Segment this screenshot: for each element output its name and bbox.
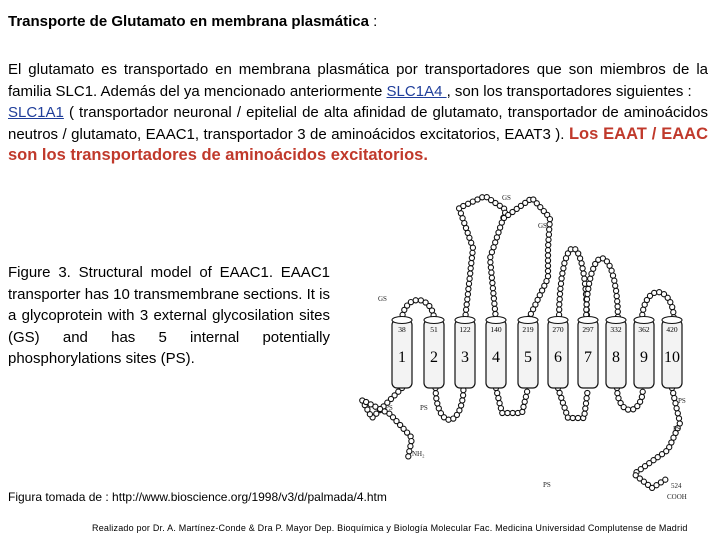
transmembrane-segments: 38 1 51 2 122 3 140 4 219 5 270 6 297 7 332 8 362 9 420 10 [392, 317, 682, 389]
gs-label-3: GS [378, 295, 387, 303]
tm-position-label: 420 [666, 325, 678, 334]
tm-segment-top [392, 317, 412, 324]
tm-segment-top [606, 317, 626, 324]
ps-label-1: PS [385, 404, 393, 412]
tm-position-label: 38 [398, 325, 406, 334]
tm-position-label: 122 [459, 325, 471, 334]
tm-segment-number: 7 [584, 349, 592, 366]
nh2-label: NH₂ [412, 450, 425, 458]
tm-segment-top [518, 317, 538, 324]
tm-position-label: 332 [610, 325, 622, 334]
ps-label-2: PS [420, 404, 428, 412]
figure-source: Figura tomada de : http://www.bioscience… [8, 490, 387, 504]
c-terminal-number: 524 [671, 482, 682, 490]
tm-position-label: 51 [430, 325, 438, 334]
gs-label-2: GS [538, 222, 547, 230]
eaac1-structural-model: 381512122314042195270629773328362942010 … [340, 188, 720, 518]
tm-position-label: 219 [522, 325, 534, 334]
tm-segment-number: 10 [664, 349, 680, 366]
figure-caption: Figure 3. Structural model of EAAC1. EAA… [8, 262, 330, 370]
tm-position-label: 297 [582, 325, 594, 334]
tm-segment-top [662, 317, 682, 324]
gs-label-1: GS [502, 194, 511, 202]
tm-segment-number: 9 [640, 349, 648, 366]
tm-segment-top [486, 317, 506, 324]
slc1a1-link[interactable]: SLC1A1 [8, 104, 64, 121]
tm-segment-top [424, 317, 444, 324]
tm-segment-number: 6 [554, 349, 562, 366]
tm-position-label: 270 [552, 325, 564, 334]
tm-segment-number: 2 [430, 349, 438, 366]
tm-segment-top [634, 317, 654, 324]
title-text: Transporte de Glutamato en membrana plas… [8, 13, 369, 30]
tm-segment-number: 8 [612, 349, 620, 366]
tm-segment-top [578, 317, 598, 324]
tm-segment-top [548, 317, 568, 324]
slc1a4-link[interactable]: SLC1A4 [387, 83, 447, 100]
tm-segment-number: 5 [524, 349, 532, 366]
para-text-2: , son los transportadores siguientes : [447, 83, 692, 100]
ps-label-4: PS [673, 425, 681, 433]
tm-segment-top [455, 317, 475, 324]
tm-position-label: 362 [638, 325, 650, 334]
ps-label-3: PS [678, 397, 686, 405]
tm-position-label: 140 [490, 325, 502, 334]
tm-segment-number: 1 [398, 349, 406, 366]
credit-line: Realizado por Dr. A. Martínez-Conde & Dr… [92, 523, 688, 533]
intro-paragraph: El glutamato es transportado en membrana… [8, 59, 708, 167]
page-title: Transporte de Glutamato en membrana plas… [8, 13, 377, 30]
ps-label-5: PS [543, 481, 551, 489]
tm-segment-number: 4 [492, 349, 500, 366]
title-colon: : [369, 13, 377, 30]
cooh-label: COOH [667, 493, 687, 501]
tm-segment-number: 3 [461, 349, 469, 366]
